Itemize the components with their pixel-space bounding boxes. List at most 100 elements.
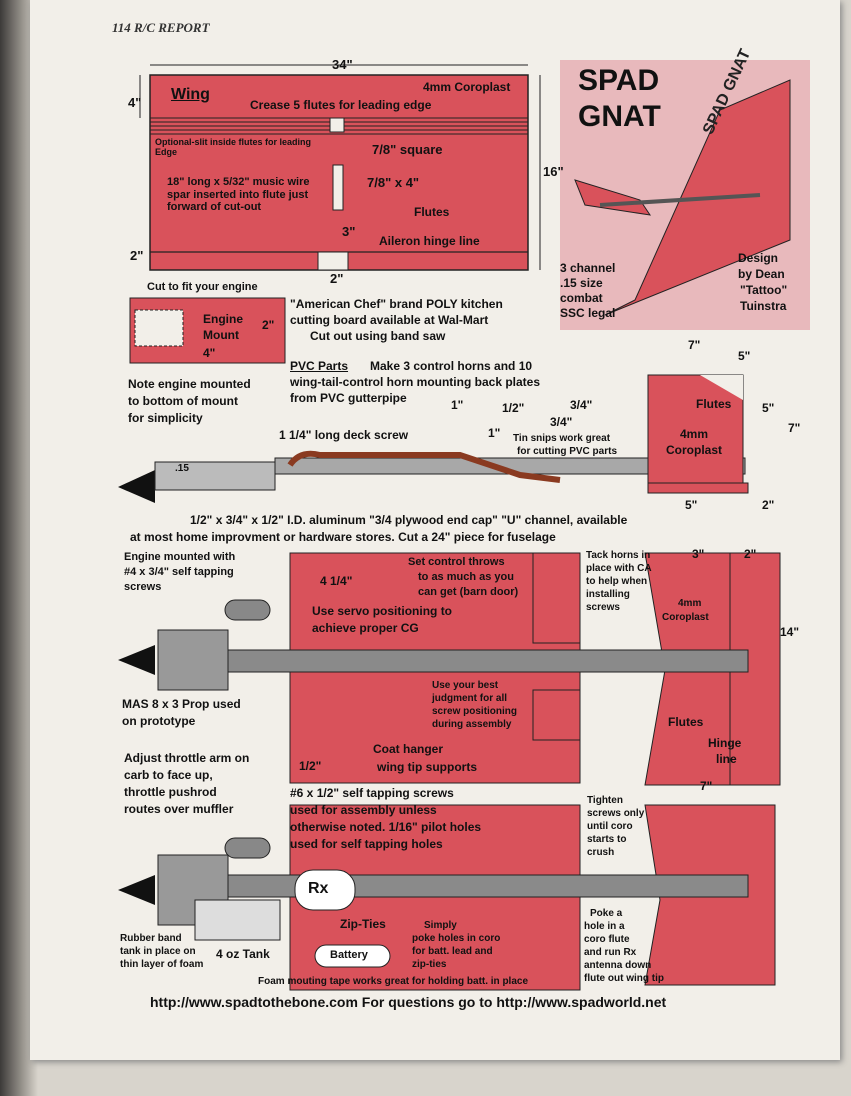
judge4: during assembly: [432, 719, 512, 730]
design-line2: by Dean: [738, 267, 785, 281]
engine-mount-label1: Engine: [203, 312, 244, 326]
fin-w-top: 7": [688, 338, 701, 352]
antenna2: hole in a: [584, 921, 625, 932]
throttle4: routes over muffler: [124, 802, 234, 816]
prop2: on prototype: [122, 714, 196, 728]
antenna3: coro flute: [584, 934, 630, 945]
tighten5: crush: [587, 847, 615, 858]
wing-dim-3: 3": [342, 224, 356, 239]
tin-snips-note2: for cutting PVC parts: [517, 446, 618, 457]
rubber2: tank in place on: [120, 946, 196, 957]
tighten2: screws only: [587, 808, 645, 819]
poly-brand: "American Chef" brand POLY kitchen: [290, 297, 503, 311]
poly-board: cutting board available at Wal-Mart: [290, 313, 489, 327]
wing-material: 4mm Coroplast: [423, 80, 511, 94]
throttle3: throttle pushrod: [124, 785, 217, 799]
page-header: 114 R/C REPORT: [112, 20, 210, 35]
antenna1: Poke a: [590, 908, 623, 919]
engine-mounted1: Engine mounted with: [124, 551, 236, 563]
stab-14: 14": [780, 625, 800, 639]
coat2: wing tip supports: [377, 760, 477, 774]
wing-dim-4: 4": [128, 95, 142, 110]
stab-flutes: Flutes: [668, 715, 704, 729]
design-line4: Tuinstra: [740, 299, 787, 313]
tack1: Tack horns in: [586, 550, 651, 561]
hinge1: Hinge: [708, 736, 742, 750]
antenna5: antenna down: [584, 960, 652, 971]
spec-channel: 3 channel: [560, 261, 616, 275]
cut-to-fit-note: Cut to fit your engine: [147, 281, 258, 293]
engine-size: .15: [175, 463, 189, 474]
wing-span-dim: 34": [332, 57, 353, 72]
pvc-dim-34: 3/4": [570, 398, 593, 412]
spec-combat: combat: [560, 291, 603, 305]
design-line1: Design: [738, 251, 779, 265]
throws1: Set control throws: [408, 556, 505, 568]
fin-material1: 4mm: [680, 427, 709, 441]
rubber1: Rubber band: [120, 933, 182, 944]
pvc-line2: wing-tail-control horn mounting back pla…: [290, 375, 541, 389]
fin-h-5: 5": [762, 401, 775, 415]
poke3: for batt. lead and: [412, 946, 493, 957]
spec-size: .15 size: [560, 276, 603, 290]
judge2: judgment for all: [432, 693, 507, 704]
zip-ties: Zip-Ties: [340, 917, 386, 931]
throttle1: Adjust throttle arm on: [124, 751, 250, 765]
engine-mount-label2: Mount: [203, 328, 239, 342]
wing-square-cutout: [329, 117, 345, 133]
rubber3: thin layer of foam: [120, 959, 204, 970]
tack4: installing: [586, 589, 630, 600]
stab-3: 3": [692, 547, 705, 561]
wing-square-dim: 7/8" square: [372, 142, 443, 157]
tighten3: until coro: [587, 821, 633, 832]
poly-cutout: Cut out using band saw: [310, 329, 446, 343]
fin-flutes: Flutes: [696, 397, 732, 411]
screws3: otherwise noted. 1/16" pilot holes: [290, 820, 482, 834]
design-line3: "Tattoo": [740, 283, 788, 297]
pvc-line3: from PVC gutterpipe: [290, 391, 407, 405]
wing-flutes: Flutes: [414, 205, 450, 219]
rx-label: Rx: [308, 880, 329, 897]
battery: Battery: [330, 949, 368, 961]
dim-414: 4 1/4": [320, 574, 353, 588]
foam-note: Foam mouting tape works great for holdin…: [258, 976, 529, 987]
hinge2: line: [716, 752, 737, 766]
pvc-line1: Make 3 control horns and 10: [370, 359, 533, 373]
channel-line1: 1/2" x 3/4" x 1/2" I.D. aluminum "3/4 pl…: [190, 513, 628, 527]
antenna4: and run Rx: [584, 947, 637, 958]
stab-material1: 4mm: [678, 598, 702, 609]
pvc-dim-half: 1/2": [502, 401, 525, 415]
throws2: to as much as you: [418, 571, 514, 583]
fin-w-5: 5": [738, 349, 751, 363]
pvc-title: PVC Parts: [290, 359, 349, 373]
coat1: Coat hanger: [373, 742, 444, 756]
channel-line2: at most home improvment or hardware stor…: [130, 530, 556, 544]
engine-mount-h: 2": [262, 318, 275, 332]
servo2: achieve proper CG: [312, 621, 419, 635]
fin-b-2: 2": [762, 498, 775, 512]
judge1: Use your best: [432, 680, 499, 691]
poke4: zip-ties: [412, 959, 447, 970]
title-spad: SPAD: [578, 64, 660, 97]
side-note3: for simplicity: [128, 411, 203, 425]
pvc-dim-1b: 1": [488, 426, 501, 440]
tack5: screws: [586, 602, 620, 613]
pvc-dim-34b: 3/4": [550, 415, 573, 429]
stab-2: 2": [744, 547, 757, 561]
stab-material2: Coroplast: [662, 612, 709, 623]
poke1: Simply: [424, 920, 457, 931]
tack2: place with CA: [586, 563, 652, 574]
fin-material2: Coroplast: [666, 443, 723, 457]
poke2: poke holes in coro: [412, 933, 501, 944]
judge3: screw positioning: [432, 706, 518, 717]
title-gnat: GNAT: [578, 100, 661, 133]
side-note2: to bottom of mount: [128, 394, 238, 408]
wing-slot-cutout: [332, 164, 344, 211]
side-fin: [647, 374, 744, 484]
tighten4: starts to: [587, 834, 627, 845]
fin-b-5: 5": [685, 498, 698, 512]
throws3: can get (barn door): [418, 586, 519, 598]
wing-crease-note: Crease 5 flutes for leading edge: [250, 98, 432, 112]
fin-h-7: 7": [788, 421, 801, 435]
